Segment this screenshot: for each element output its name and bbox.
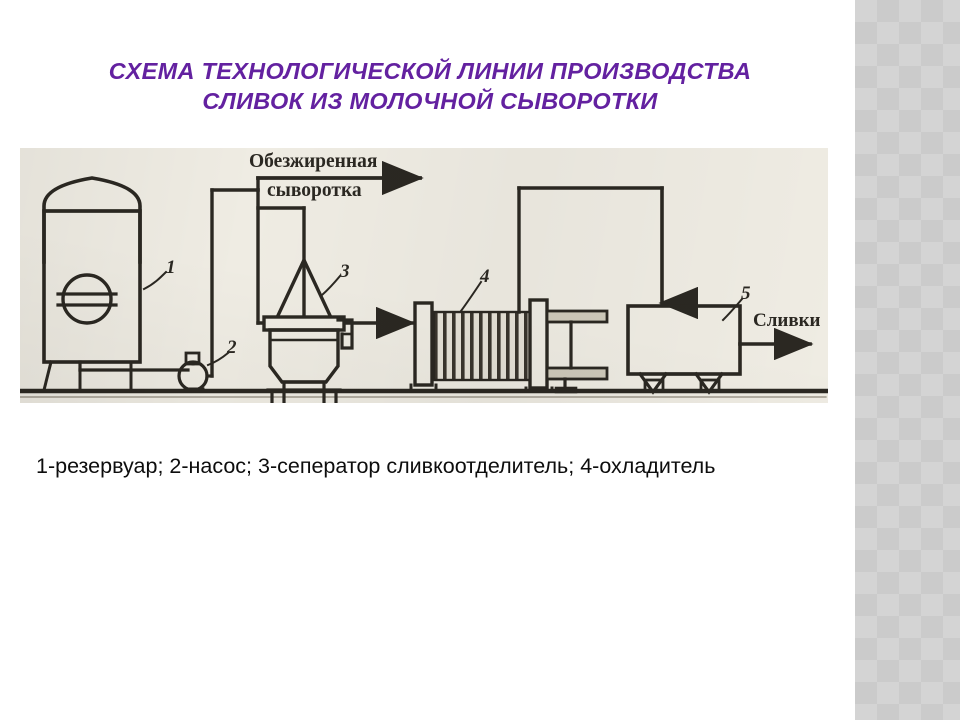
- diagram-svg: Обезжиренная сыворотка Сливки 1 2 3 4 5: [20, 151, 828, 403]
- cooled-cream-piping: [517, 186, 698, 320]
- label-number-tank: 1: [166, 257, 176, 278]
- figure-caption: 1-резервуар; 2-насос; 3-сеператор сливко…: [36, 454, 716, 478]
- label-number-separator: 3: [339, 261, 350, 282]
- page-title: СХЕМА ТЕХНОЛОГИЧЕСКОЙ ЛИНИИ ПРОИЗВОДСТВА…: [108, 58, 752, 114]
- decorative-argyle-sidebar: [855, 0, 960, 720]
- label-number-pump: 2: [226, 337, 237, 358]
- equipment-separator-3: [262, 255, 354, 403]
- equipment-pump-2: [177, 188, 214, 392]
- equipment-cooler-4: [409, 298, 609, 394]
- label-cream: Сливки: [753, 310, 821, 331]
- process-flow-diagram-image: Обезжиренная сыворотка Сливки 1 2 3 4 5: [20, 148, 828, 403]
- label-skim-whey-line2: сыворотка: [267, 180, 362, 201]
- leader-lines: [142, 270, 744, 367]
- label-skim-whey-line1: Обезжиренная: [249, 151, 378, 172]
- equipment-cream-tank-5: [626, 304, 814, 395]
- equipment-tank-1: [42, 176, 190, 392]
- label-number-cooler: 4: [479, 266, 490, 287]
- label-number-cream-tank: 5: [741, 283, 751, 304]
